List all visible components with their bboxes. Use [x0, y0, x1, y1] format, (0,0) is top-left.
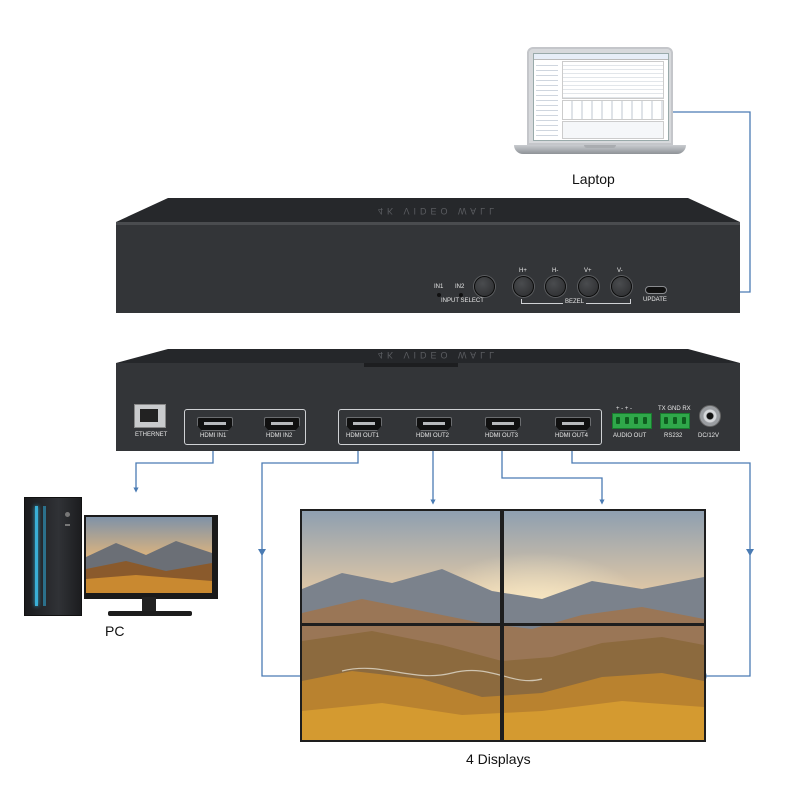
laptop-illustration	[514, 47, 694, 167]
wall-bezel-horizontal	[300, 623, 706, 626]
input-select-button[interactable]	[474, 276, 495, 297]
update-port[interactable]	[645, 286, 667, 294]
hdmi-out1-label: HDMI OUT1	[346, 433, 379, 439]
out1-arrow	[258, 549, 266, 556]
h-minus-button[interactable]	[545, 276, 566, 297]
video-wall	[300, 509, 706, 742]
audio-out-label: AUDIO OUT	[613, 433, 647, 439]
hdmi-out4-label: HDMI OUT4	[555, 433, 588, 439]
input-select-label: INPUT SELECT	[441, 298, 484, 304]
hdmi-out2-port[interactable]	[416, 417, 452, 431]
audio-out-terminal[interactable]	[612, 413, 652, 429]
display-2	[504, 511, 704, 623]
hdmi-out2-label: HDMI OUT2	[416, 433, 449, 439]
front-device: 4K VIDEO WALL	[116, 198, 740, 313]
rs232-label: RS232	[664, 433, 683, 439]
update-label: UPDATE	[643, 297, 667, 303]
rs232-terminal[interactable]	[660, 413, 690, 429]
out1-line	[261, 442, 361, 677]
out3-line	[501, 445, 605, 505]
rs232-pins-label: TX GND RX	[658, 406, 691, 412]
display-3	[302, 626, 500, 740]
v-minus-button[interactable]	[611, 276, 632, 297]
hdmi-input-group	[184, 409, 306, 445]
ethernet-port[interactable]	[134, 404, 166, 428]
in1-label: IN1	[434, 284, 444, 290]
ethernet-label: ETHERNET	[135, 432, 168, 438]
pc-hdmi-in1-line	[133, 445, 214, 493]
pc-monitor	[84, 515, 218, 599]
in2-led	[459, 293, 463, 297]
hdmi-in1-port[interactable]	[197, 417, 233, 431]
displays-label: 4 Displays	[466, 751, 531, 767]
pc-tower	[24, 497, 82, 616]
rear-device: 4K VIDEO WALL	[116, 349, 740, 451]
hdmi-in1-label: HDMI IN1	[200, 433, 227, 439]
hdmi-output-group	[338, 409, 602, 445]
laptop-base	[514, 145, 686, 154]
hdmi-out3-port[interactable]	[485, 417, 521, 431]
h-minus-label: H-	[552, 268, 559, 274]
out4-arrow	[746, 549, 754, 556]
laptop-label: Laptop	[572, 171, 615, 187]
h-plus-button[interactable]	[513, 276, 534, 297]
display-4	[504, 626, 704, 740]
pc-illustration	[24, 497, 219, 622]
hdmi-out4-port[interactable]	[555, 417, 591, 431]
out4-line	[571, 445, 751, 679]
audio-pins-label: + - + -	[616, 406, 633, 412]
bezel-label: BEZEL	[563, 299, 587, 305]
hdmi-in2-label: HDMI IN2	[266, 433, 293, 439]
display-1	[302, 511, 500, 623]
hdmi-out1-port[interactable]	[346, 417, 382, 431]
rear-brand: 4K VIDEO WALL	[378, 350, 499, 360]
v-minus-label: V-	[617, 268, 623, 274]
dc-power-jack[interactable]	[699, 405, 721, 427]
pc-label: PC	[105, 623, 125, 639]
dc-label: DC/12V	[698, 433, 720, 439]
v-plus-button[interactable]	[578, 276, 599, 297]
front-brand: 4K VIDEO WALL	[378, 206, 499, 216]
hdmi-out3-label: HDMI OUT3	[485, 433, 518, 439]
h-plus-label: H+	[519, 268, 527, 274]
v-plus-label: V+	[584, 268, 592, 274]
hdmi-in2-port[interactable]	[264, 417, 300, 431]
in1-led	[437, 293, 441, 297]
in2-label: IN2	[455, 284, 465, 290]
laptop-screen	[527, 47, 673, 145]
